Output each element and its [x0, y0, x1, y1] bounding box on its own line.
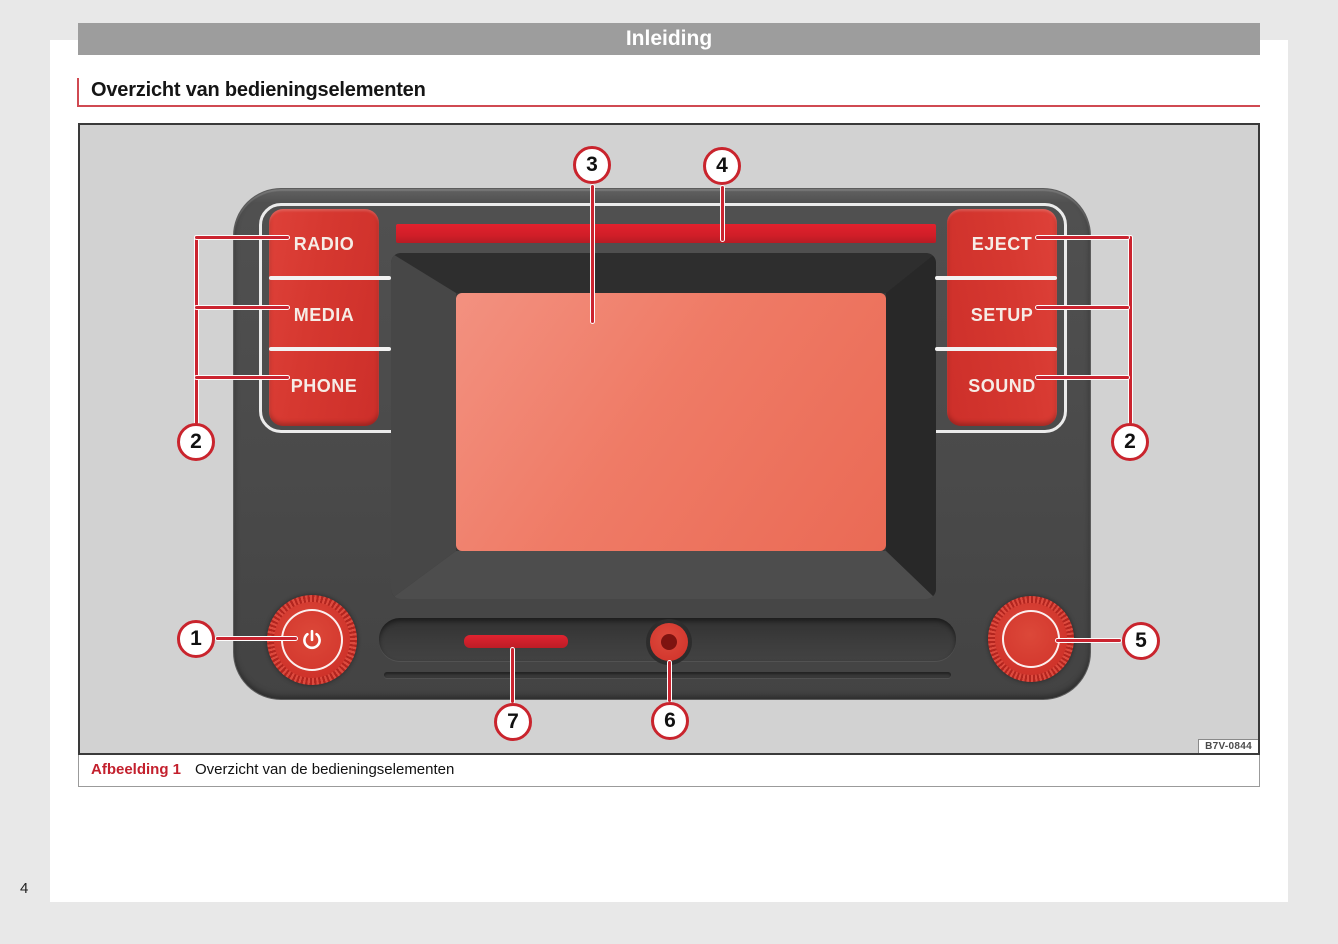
tuning-knob — [988, 596, 1074, 682]
radio-illustration: RADIO MEDIA PHONE EJECT SETUP SOUND — [80, 125, 1258, 753]
display-bezel — [391, 253, 936, 599]
callout-5: 5 — [1122, 622, 1160, 660]
callout-line-power-knob — [215, 636, 298, 641]
image-code-label: B7V-0844 — [1198, 739, 1258, 753]
callout-3: 3 — [573, 146, 611, 184]
callout-line-setup — [1035, 305, 1130, 310]
sd-card-slot — [464, 635, 568, 648]
button-separator — [935, 276, 1057, 280]
callout-line-right-knob — [1055, 638, 1122, 643]
section-divider — [78, 105, 1260, 107]
callout-line-eject — [1035, 235, 1130, 240]
aux-input-jack — [646, 619, 692, 665]
callout-7: 7 — [494, 703, 532, 741]
page-number: 4 — [20, 880, 29, 897]
bezel-shade-left — [391, 253, 456, 599]
radio-unit: RADIO MEDIA PHONE EJECT SETUP SOUND — [233, 188, 1091, 700]
callout-line-phone — [194, 375, 290, 380]
setup-button: SETUP — [970, 305, 1034, 325]
knob-ring — [1002, 610, 1060, 668]
media-button: MEDIA — [293, 305, 355, 325]
callout-line-cd-slot — [720, 185, 725, 242]
touchscreen — [456, 293, 886, 551]
eject-button: EJECT — [971, 234, 1033, 254]
chapter-title: Inleiding — [625, 27, 713, 50]
bezel-shade-bottom — [391, 551, 936, 599]
callout-line-radio — [194, 235, 290, 240]
left-button-panel: RADIO MEDIA PHONE — [269, 209, 391, 426]
callout-6: 6 — [651, 702, 689, 740]
bezel-shade-right — [886, 253, 936, 599]
callout-4: 4 — [703, 147, 741, 185]
callout-1: 1 — [177, 620, 215, 658]
phone-button: PHONE — [290, 376, 358, 396]
power-icon — [303, 629, 321, 650]
callout-2-right: 2 — [1111, 423, 1149, 461]
button-separator — [269, 276, 391, 280]
cd-slot — [396, 224, 936, 243]
callout-line-screen — [590, 184, 595, 324]
figure-caption: Afbeelding 1 Overzicht van de bedieningse… — [78, 755, 1260, 787]
figure-image: RADIO MEDIA PHONE EJECT SETUP SOUND — [78, 123, 1260, 755]
aux-hole — [661, 634, 677, 650]
button-separator — [935, 347, 1057, 351]
callout-line-sd — [510, 647, 515, 704]
right-button-panel: EJECT SETUP SOUND — [935, 209, 1057, 426]
bezel-shade-top — [391, 253, 936, 293]
radio-button: RADIO — [293, 234, 355, 254]
figure-caption-text: Overzicht van de bedieningselementen — [195, 761, 455, 778]
callout-line-right-buttons — [1128, 235, 1133, 425]
section-accent-bar — [77, 78, 79, 107]
sound-button: SOUND — [968, 376, 1036, 396]
callout-line-aux — [667, 660, 672, 703]
button-separator — [269, 347, 391, 351]
section-title: Overzicht van bedieningselementen — [91, 79, 426, 101]
chapter-header-bar: Inleiding — [78, 23, 1260, 55]
callout-line-media — [194, 305, 290, 310]
figure-caption-label: Afbeelding 1 — [91, 761, 182, 778]
callout-line-left-buttons — [194, 235, 199, 425]
callout-line-sound — [1035, 375, 1130, 380]
callout-2-left: 2 — [177, 423, 215, 461]
